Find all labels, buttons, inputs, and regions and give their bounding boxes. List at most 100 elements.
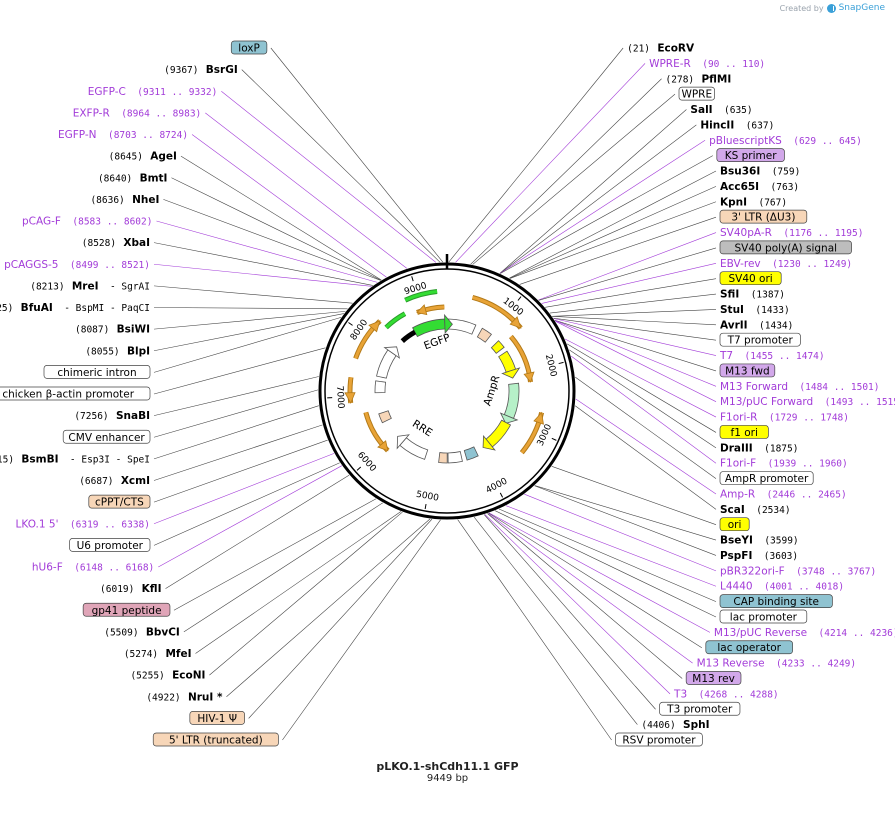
leader-line <box>448 47 624 263</box>
primer-name: T7 <box>719 350 733 362</box>
leader-line <box>241 69 441 263</box>
enzyme-name: StuI <box>720 304 744 316</box>
leader-line <box>173 498 377 611</box>
enzyme-pre: (9367) <box>164 65 198 76</box>
enzyme-name: AvrII <box>720 319 748 331</box>
site-label-primer: L4440 (4001 .. 4018) <box>720 581 844 593</box>
primer-name: F1ori-F <box>720 458 756 470</box>
primer-range: (1939 .. 1960) <box>756 459 848 470</box>
enzyme-name: AgeI <box>143 151 177 163</box>
enzyme-name: BsiWI <box>109 324 150 336</box>
enzyme-pre: (8213) <box>30 281 64 292</box>
leader-line <box>470 78 662 265</box>
orf-arrowhead <box>416 304 428 316</box>
enzyme-name: SfiI <box>720 289 739 301</box>
enzyme-name: SnaBI <box>109 410 150 422</box>
primer-label: M13 Forward (1484 .. 1501) <box>720 381 880 393</box>
leader-line <box>575 376 717 479</box>
primer-label: T7 (1455 .. 1474) <box>719 350 825 362</box>
primer-name: EGFP-N <box>58 129 97 141</box>
feature-band <box>498 350 517 373</box>
feature-band <box>485 419 512 448</box>
primer-range: (1176 .. 1195) <box>772 228 864 239</box>
feature-label-box <box>719 609 808 624</box>
leader-line <box>500 155 713 274</box>
site-label-enzyme: (8213) MreI - SgrAI <box>30 280 150 292</box>
tick-mark <box>558 361 564 365</box>
enzyme-pre: (5274) <box>124 649 158 660</box>
site-label-feature: CAP binding site <box>719 594 833 608</box>
leader-line <box>498 508 717 602</box>
primer-label: pCAG-F (8583 .. 8602) <box>22 216 152 228</box>
primer-range: (9311 .. 9332) <box>126 87 218 98</box>
site-label-enzyme: (4406) SphI <box>641 719 709 731</box>
enzyme-pre: (8645) <box>109 152 143 163</box>
primer-label: M13/pUC Forward (1493 .. 1515) <box>720 396 895 408</box>
site-label-primer: EGFP-N (8703 .. 8724) <box>58 129 188 141</box>
leader-line <box>487 513 683 679</box>
enzyme-label: (4922) NruI * <box>146 691 223 703</box>
enzyme-name: BsmBI <box>14 453 58 465</box>
feature-label: AmpR promoter <box>725 473 809 485</box>
enzyme-label: (6687) XcmI <box>79 475 150 487</box>
enzyme-label: StuI (1433) <box>720 304 790 316</box>
primer-name: EGFP-C <box>88 86 126 98</box>
leader-line <box>484 514 671 695</box>
feature-label-box <box>719 594 833 608</box>
site-label-primer: M13/pUC Reverse (4214 .. 4236) <box>714 627 895 639</box>
inner-feature-label: AmpR <box>481 374 502 408</box>
primer-label: SV40pA-R (1176 .. 1195) <box>720 227 863 239</box>
feature-label: WPRE <box>681 89 712 101</box>
site-label-enzyme: (8645) AgeI <box>109 151 177 163</box>
site-label-primer: EXFP-R (8964 .. 8983) <box>73 107 202 119</box>
site-label-primer: hU6-F (6148 .. 6168) <box>32 562 154 574</box>
feature-label-box <box>719 271 782 286</box>
site-label-primer: SV40pA-R (1176 .. 1195) <box>720 227 863 239</box>
feature-label-box <box>716 148 785 162</box>
enzyme-post: (767) <box>747 197 787 208</box>
primer-range: (1729 .. 1748) <box>757 413 849 424</box>
leader-line <box>499 140 706 274</box>
primer-label: WPRE-R (90 .. 110) <box>649 58 765 70</box>
enzyme-label: (7256) SnaBI <box>74 410 150 422</box>
site-label-feature: RSV promoter <box>615 732 703 747</box>
enzyme-post: (2534) <box>745 505 791 516</box>
enzyme-label: HincII (637) <box>700 119 774 131</box>
enzyme-name: EcoRV <box>650 43 695 55</box>
site-label-enzyme: (8528) XbaI <box>82 237 150 249</box>
enzyme-label: Bsu36I (759) <box>720 166 800 178</box>
enzyme-label: (6915) BsmBI - Esp3I - SpeI <box>0 453 150 465</box>
feature-label: 3' LTR (ΔU3) <box>731 212 795 224</box>
site-label-feature: SV40 ori <box>719 271 782 286</box>
site-label-enzyme: Acc65I (763) <box>720 181 799 193</box>
feature-label: CMV enhancer <box>68 432 145 444</box>
leader-line <box>551 466 717 525</box>
primer-name: M13/pUC Forward <box>720 396 813 408</box>
primer-label: F1ori-R (1729 .. 1748) <box>720 412 849 424</box>
enzyme-pre: (6019) <box>100 584 134 595</box>
tick-label: 7000 <box>334 385 345 409</box>
orf-arrowhead <box>509 316 522 329</box>
enzyme-label: (5509) BbvCI <box>104 626 180 638</box>
enzyme-pre: (5255) <box>130 671 164 682</box>
leader-line <box>153 317 342 373</box>
backbone-inner-circle <box>324 268 570 514</box>
site-label-feature: CMV enhancer <box>62 429 151 444</box>
site-label-feature: 5' LTR (truncated) <box>152 732 279 747</box>
leader-line <box>205 112 408 269</box>
site-label-primer: EGFP-C (9311 .. 9332) <box>88 86 218 98</box>
tick-label: 4000 <box>484 476 509 496</box>
primer-label: M13/pUC Reverse (4214 .. 4236) <box>714 627 895 639</box>
leader-line <box>554 320 717 387</box>
site-label-primer: EBV-rev (1230 .. 1249) <box>720 258 852 270</box>
leader-line <box>153 311 346 330</box>
enzyme-pre: (8640) <box>98 173 132 184</box>
enzyme-name: BbvCI <box>139 626 180 638</box>
site-label-enzyme: AvrII (1434) <box>720 319 793 331</box>
feature-label: f1 ori <box>731 427 758 439</box>
site-label-feature: 3' LTR (ΔU3) <box>719 209 808 224</box>
feature-label: lac promoter <box>730 611 798 623</box>
